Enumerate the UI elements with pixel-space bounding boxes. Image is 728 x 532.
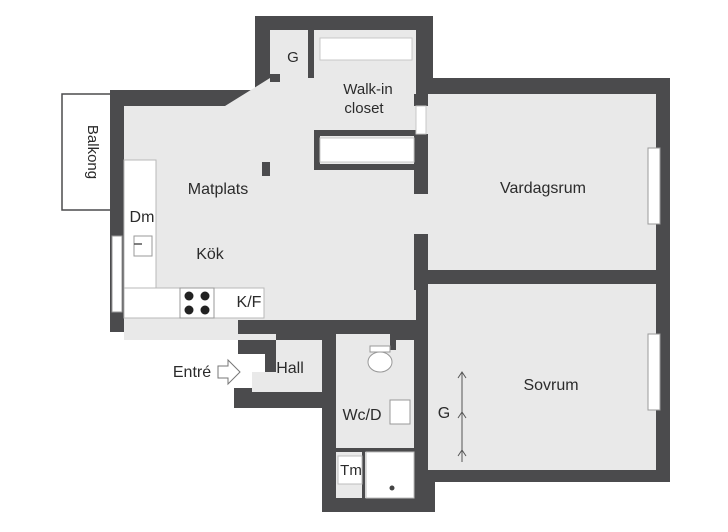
room-label-g-top: G <box>287 49 299 66</box>
bath-sink-icon <box>389 399 411 425</box>
room-label-closet: closet <box>344 100 384 117</box>
interior-walls <box>238 30 656 512</box>
room-label-vardagsrum: Vardagsrum <box>500 180 586 197</box>
closet-shelf <box>319 137 415 163</box>
room-label-kok: Kök <box>196 246 225 263</box>
room-label-entre: Entré <box>173 364 211 381</box>
room-label-walk-in: Walk-in <box>343 81 392 98</box>
room-label-hall: Hall <box>276 360 304 377</box>
windows <box>111 147 661 411</box>
room-label-matplats: Matplats <box>188 181 248 198</box>
stove-icon <box>179 287 215 319</box>
room-label-kf: K/F <box>237 294 262 311</box>
room-label-sovrum: Sovrum <box>523 377 578 394</box>
closet-window <box>415 105 427 135</box>
entry-arrow-icon <box>217 358 241 386</box>
drain-icon <box>389 485 395 491</box>
washer-icon <box>337 455 363 485</box>
shower-area <box>365 451 415 499</box>
room-label-tm: Tm <box>340 462 362 479</box>
room-label-balkong: Balkong <box>84 125 101 179</box>
closet-shelf <box>319 37 413 61</box>
room-label-g-bedroom: G <box>438 405 450 422</box>
room-labels: Balkong G Walk-in closet Matplats Dm Kök… <box>84 49 586 479</box>
kitchen-sink-icon <box>133 235 153 257</box>
wardrobe-marks <box>457 371 467 462</box>
toilet-icon <box>367 345 393 373</box>
room-label-wcd: Wc/D <box>342 407 381 424</box>
room-label-dm: Dm <box>130 209 155 226</box>
balcony <box>61 93 115 211</box>
